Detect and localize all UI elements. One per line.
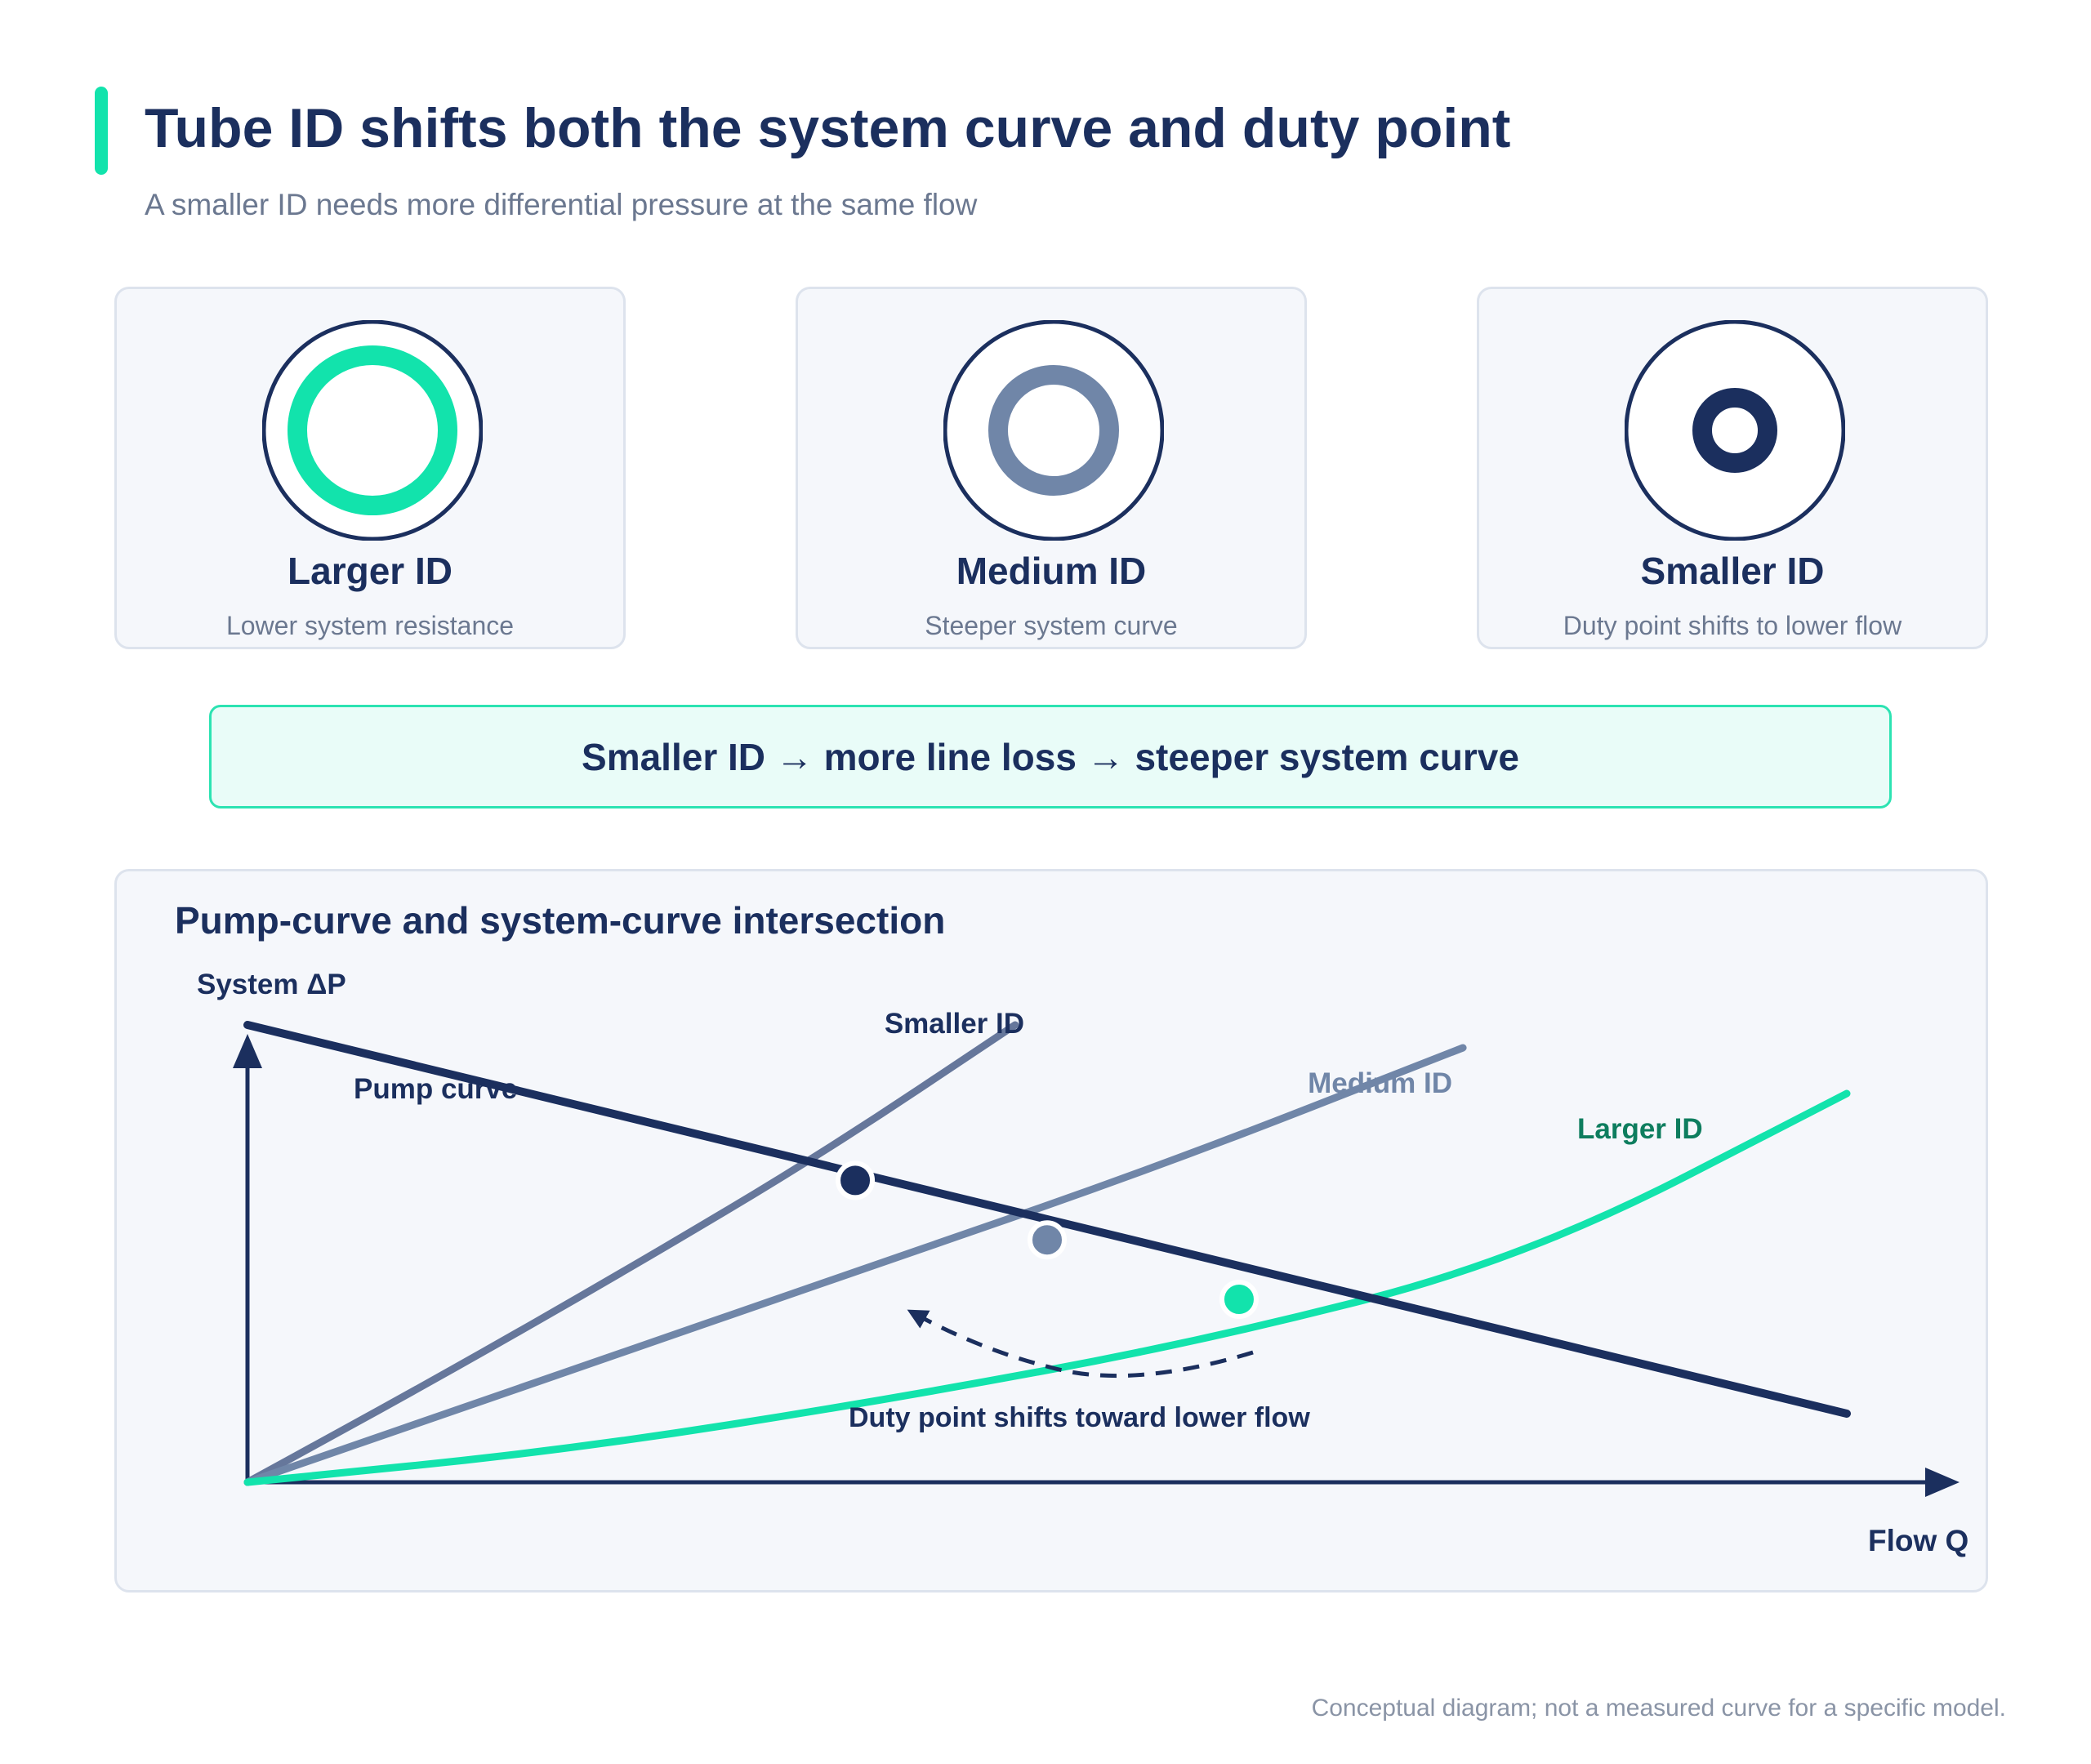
x-axis-label: Flow Q xyxy=(1868,1524,1968,1557)
x-axis-arrow-icon xyxy=(1925,1468,1959,1497)
duty-shift-arrow xyxy=(907,1309,1254,1379)
series-label-larger-id: Larger ID xyxy=(1577,1113,1703,1145)
series-label-pump-curve: Pump curve xyxy=(354,1073,517,1105)
card-larger-id: Larger ID Lower system resistance xyxy=(114,287,626,649)
card-title: Medium ID xyxy=(956,550,1147,592)
title-accent-bar xyxy=(95,87,108,175)
series-label-medium-id: Medium ID xyxy=(1308,1067,1452,1099)
tube-cross-section-icon xyxy=(1625,320,1845,541)
page-title: Tube ID shifts both the system curve and… xyxy=(145,97,1511,159)
tube-cross-section-icon xyxy=(262,320,483,541)
card-smaller-id: Smaller ID Duty point shifts to lower fl… xyxy=(1477,287,1988,649)
series-line-larger-id xyxy=(243,1089,1851,1486)
series-line-medium-id xyxy=(243,1044,1467,1486)
card-medium-id: Medium ID Steeper system curve xyxy=(796,287,1307,649)
card-title: Smaller ID xyxy=(1640,550,1825,592)
chart-title: Pump-curve and system-curve intersection xyxy=(175,899,945,942)
duty-point-larger-id xyxy=(1219,1280,1259,1319)
series-line-smaller-id xyxy=(243,1021,1019,1486)
card-title: Larger ID xyxy=(288,550,453,592)
key-insight-callout: Smaller ID → more line loss → steeper sy… xyxy=(209,705,1892,808)
series-label-smaller-id: Smaller ID xyxy=(885,1008,1024,1040)
chart-axes xyxy=(233,1034,1959,1497)
card-description: Steeper system curve xyxy=(925,611,1178,640)
card-description: Duty point shifts to lower flow xyxy=(1563,611,1902,640)
y-axis-label: System ΔP xyxy=(197,969,346,1000)
footnote: Conceptual diagram; not a measured curve… xyxy=(1311,1695,2006,1722)
pump-system-chart: Pump-curve and system-curve intersection… xyxy=(175,899,1968,1557)
chart-panel: Pump-curve and system-curve intersection… xyxy=(114,869,1988,1592)
tube-cross-section-icon xyxy=(943,320,1164,541)
duty-point-smaller-id xyxy=(836,1160,876,1200)
series-line-pump-curve xyxy=(243,1021,1851,1418)
chart-annotation: Duty point shifts toward lower flow xyxy=(849,1402,1310,1433)
card-description: Lower system resistance xyxy=(225,611,515,640)
duty-point-medium-id xyxy=(1028,1220,1067,1260)
page-subtitle: A smaller ID needs more differential pre… xyxy=(145,188,978,221)
y-axis-arrow-icon xyxy=(233,1034,262,1068)
